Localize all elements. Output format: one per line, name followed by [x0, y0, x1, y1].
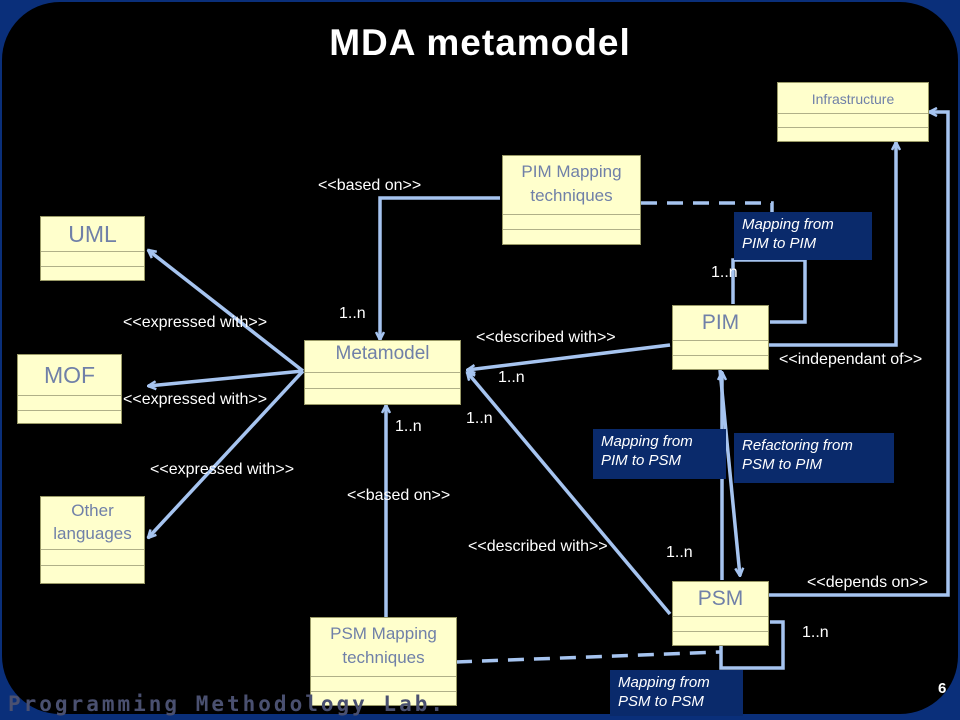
stereotype-expressed-with-uml: <<expressed with>>	[123, 314, 268, 331]
metamodel-label: Metamodel	[335, 343, 430, 364]
pim-described-with-connector	[467, 343, 671, 370]
mof-box: MOF	[17, 354, 122, 424]
note-psm-to-psm: Mapping from PSM to PSM	[610, 670, 743, 716]
mof-label: MOF	[43, 362, 96, 388]
slide-title: MDA metamodel	[329, 22, 631, 63]
psm-label: PSM	[697, 587, 744, 610]
psm-mapping-label: PSM Mapping techniques	[330, 624, 437, 667]
psm-box: PSM	[672, 581, 769, 646]
footer-lab-name: Programming Methodology Lab.	[8, 692, 447, 716]
psm-mapping-dashed-link	[455, 650, 721, 664]
pim-label: PIM	[701, 311, 740, 334]
stereotype-expressed-with-other: <<expressed with>>	[150, 461, 295, 478]
independant-of-connector	[768, 142, 896, 347]
note-pim-to-psm: Mapping from PIM to PSM	[593, 429, 726, 479]
uml-label: UML	[68, 221, 117, 247]
uml-box: UML	[40, 216, 145, 281]
note-psm-to-pim: Refactoring from PSM to PIM	[734, 433, 894, 483]
stereotype-described-with-psm: <<described with>>	[468, 538, 608, 555]
multiplicity-label: 1..n	[498, 369, 525, 386]
multiplicity-label: 1..n	[395, 418, 422, 435]
stereotype-based-on-bottom: <<based on>>	[347, 487, 451, 504]
other-languages-connector	[148, 369, 305, 538]
multiplicity-label: 1..n	[711, 264, 738, 281]
metamodel-box: Metamodel	[304, 340, 461, 405]
stereotype-depends-on: <<depends on>>	[807, 574, 929, 591]
psm-mapping-box: PSM Mapping techniques	[310, 617, 457, 706]
multiplicity-label: 1..n	[339, 305, 366, 322]
mof-connector	[148, 369, 304, 386]
stereotype-independant-of: <<independant of>>	[779, 351, 923, 368]
pim-mapping-box: PIM Mapping techniques	[502, 155, 641, 245]
multiplicity-label: 1..n	[466, 410, 493, 427]
multiplicity-label: 1..n	[802, 624, 829, 641]
infrastructure-label: Infrastructure	[811, 91, 895, 107]
pim-self-loop	[731, 258, 807, 324]
note-pim-to-pim: Mapping from PIM to PIM	[734, 212, 872, 260]
stereotype-expressed-with-mof: <<expressed with>>	[123, 391, 268, 408]
page-number: 6	[938, 680, 947, 697]
psm-described-with-connector	[467, 372, 672, 616]
pim-mapping-dashed-link	[641, 201, 774, 212]
depends-on-connector	[768, 112, 950, 597]
pim-box: PIM	[672, 305, 769, 370]
other-languages-label: Other languages	[53, 501, 132, 543]
infrastructure-box: Infrastructure	[777, 82, 929, 142]
stereotype-described-with-pim: <<described with>>	[476, 329, 616, 346]
psm-self-loop	[719, 620, 785, 670]
pim-mapping-based-on-connector	[380, 196, 500, 340]
uml-connector	[148, 250, 305, 373]
other-languages-box: Other languages	[40, 496, 145, 584]
stereotype-based-on-top: <<based on>>	[318, 177, 422, 194]
pim-mapping-label: PIM Mapping techniques	[521, 162, 622, 205]
multiplicity-label: 1..n	[666, 544, 693, 561]
